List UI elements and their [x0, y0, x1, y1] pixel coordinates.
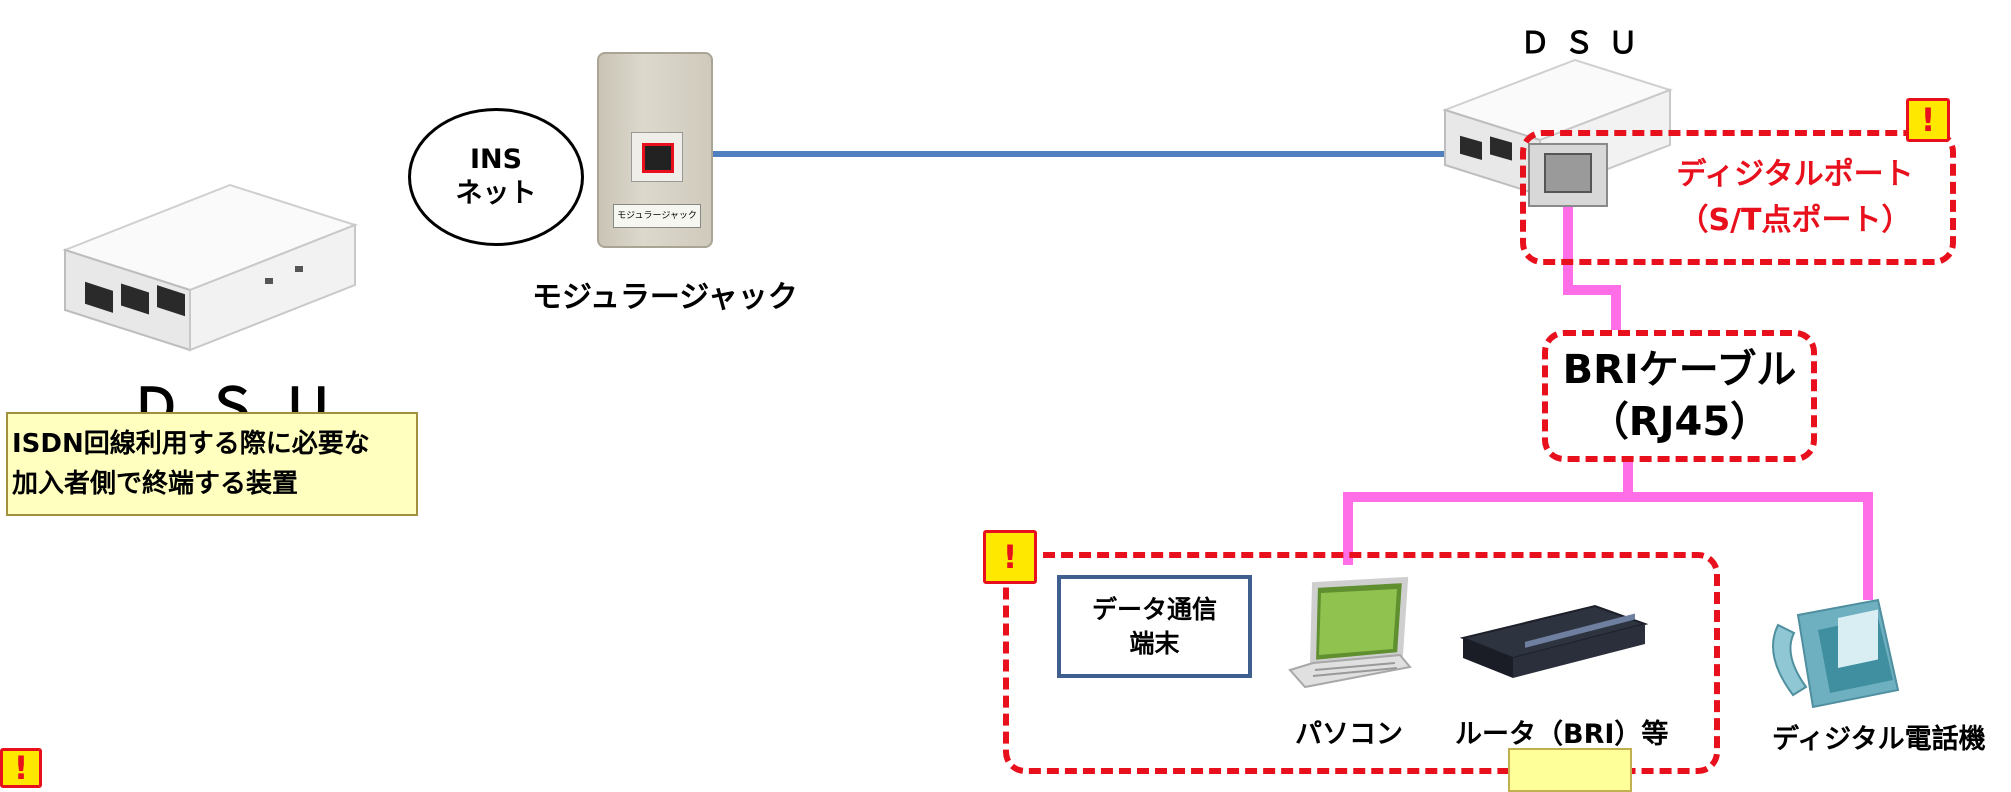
dsu-note-line2: 加入者側で終端する装置 — [12, 469, 299, 499]
bri-cable-upper — [1563, 195, 1621, 335]
terminal-alert-icon: ! — [983, 530, 1037, 584]
pc-label: パソコン — [1295, 719, 1403, 750]
dsu-device-left — [62, 183, 358, 352]
digital-phone-icon — [1772, 598, 1900, 709]
digital-port-callout — [1520, 130, 1956, 265]
router-label: ルータ（BRI）等 — [1455, 719, 1669, 750]
data-terminal-box: データ通信 端末 — [1057, 575, 1252, 678]
connection-lines — [668, 151, 1873, 600]
modular-jack-label: モジュラージャック — [532, 280, 798, 315]
digital-port-line2: （S/T点ポート） — [1678, 203, 1912, 238]
dsu-note-line1: ISDN回線利用する際に必要な — [12, 429, 370, 459]
bri-cable-line2: （RJ45） — [1588, 399, 1771, 445]
digital-port-alert-icon: ! — [1906, 98, 1950, 142]
bri-cable-lower — [1343, 462, 1633, 565]
digital-port-socket — [1528, 143, 1608, 207]
dsu-right-title: ＤＳＵ — [1520, 26, 1652, 61]
laptop-icon — [1288, 576, 1412, 689]
ins-net-line1: INS — [469, 144, 523, 175]
bri-cable-callout: BRIケーブル （RJ45） — [1542, 330, 1817, 462]
ins-net-node: INS ネット — [408, 108, 584, 246]
digital-port-label: ディジタルポート （S/T点ポート） — [1640, 152, 1950, 244]
modular-jack-plate: モジュラージャック — [597, 52, 713, 248]
router-icon — [1459, 604, 1649, 678]
bri-cable-line1: BRIケーブル — [1562, 347, 1797, 393]
bottom-alert-icon: ! — [0, 748, 42, 788]
sticky-note-shape — [1508, 748, 1632, 792]
jack-plate-label: モジュラージャック — [613, 204, 701, 228]
phone-label: ディジタル電話機 — [1772, 724, 1986, 755]
data-terminal-line1: データ通信 — [1091, 594, 1217, 624]
dsu-description-note: ISDN回線利用する際に必要な 加入者側で終端する装置 — [6, 412, 418, 516]
digital-port-line1: ディジタルポート — [1676, 157, 1914, 192]
phone-cable — [1628, 492, 1873, 600]
jack-socket — [631, 132, 683, 182]
ins-net-line2: ネット — [455, 178, 537, 209]
data-terminal-line2: 端末 — [1129, 628, 1180, 658]
